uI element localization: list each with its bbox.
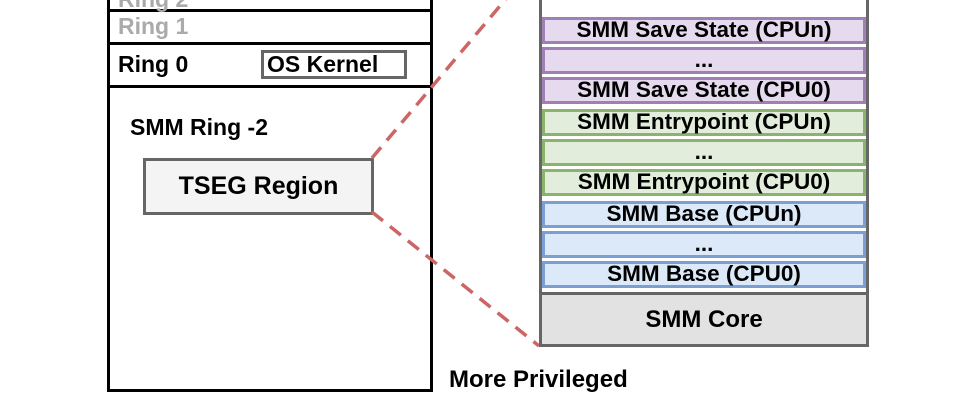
ring-0-row: Ring 0 <box>110 45 430 88</box>
connector-line-top <box>370 0 508 160</box>
ring-2-row: Ring 2 <box>110 0 430 12</box>
ring-1-label: Ring 1 <box>118 13 189 39</box>
smm-core-box: SMM Core <box>542 292 866 344</box>
tseg-region-box: TSEG Region <box>143 158 374 215</box>
smm-ring-label: SMM Ring -2 <box>130 114 268 140</box>
smm-entrypoint-cpun: SMM Entrypoint (CPUn) <box>542 109 866 136</box>
ring-1-row: Ring 1 <box>110 12 430 45</box>
smm-entrypoint-ellipsis: ... <box>542 139 866 166</box>
os-kernel-box: OS Kernel <box>261 50 407 79</box>
smm-base-cpun: SMM Base (CPUn) <box>542 201 866 228</box>
connector-line-bottom <box>370 210 541 348</box>
smm-base-cpu0: SMM Base (CPU0) <box>542 261 866 288</box>
ring-2-label: Ring 2 <box>118 0 188 11</box>
smm-base-ellipsis: ... <box>542 231 866 258</box>
smm-save-state-ellipsis: ... <box>542 47 866 74</box>
smm-entrypoint-cpu0: SMM Entrypoint (CPU0) <box>542 169 866 196</box>
smm-save-state-cpu0: SMM Save State (CPU0) <box>542 77 866 104</box>
ring-0-label: Ring 0 <box>118 51 189 77</box>
smm-save-state-cpun: SMM Save State (CPUn) <box>542 17 866 44</box>
more-privileged-label: More Privileged <box>449 366 628 393</box>
